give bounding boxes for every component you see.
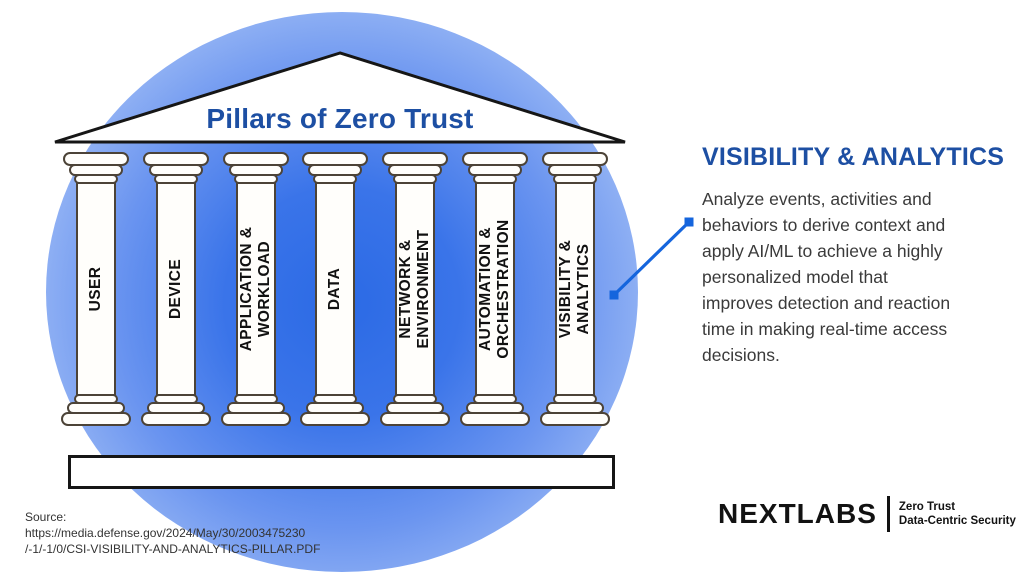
callout-connector-line [609, 217, 694, 300]
pillar-shaft: VISIBILITY & ANALYTICS [555, 182, 595, 396]
pillar-base [380, 412, 450, 426]
pillar-base [141, 412, 211, 426]
source-citation: Source: https://media.defense.gov/2024/M… [25, 510, 321, 556]
callout-body-text: Analyze events, activities and behaviors… [702, 189, 951, 365]
pillar-shaft: NETWORK & ENVIRONMENT [395, 182, 435, 396]
pillar-label: DATA [326, 267, 343, 311]
logo-divider [886, 496, 890, 532]
pillar-user: USER [61, 152, 131, 438]
pillar-visibility-analytics: VISIBILITY & ANALYTICS [540, 152, 610, 438]
pillar-base [540, 412, 610, 426]
pillar-network-environment: NETWORK & ENVIRONMENT [380, 152, 450, 438]
pillar-shaft: APPLICATION & WORKLOAD [236, 182, 276, 396]
pillar-shaft: USER [76, 182, 116, 396]
pillar-label: VISIBILITY & ANALYTICS [557, 239, 592, 339]
pillar-shaft: DATA [315, 182, 355, 396]
nextlabs-logo: NEXTLABS Zero Trust Data-Centric Securit… [718, 496, 1016, 532]
callout-panel: VISIBILITY & ANALYTICS Analyze events, a… [702, 143, 1007, 368]
diagram-title: Pillars of Zero Trust [206, 103, 474, 134]
pillar-data: DATA [300, 152, 370, 438]
pillar-label: DEVICE [167, 258, 184, 320]
pillar-base [61, 412, 131, 426]
temple-base [68, 455, 615, 489]
pillar-base [300, 412, 370, 426]
logo-tagline: Zero Trust Data-Centric Security [898, 501, 1016, 527]
pediment-triangle [54, 51, 626, 144]
pillar-label: NETWORK & ENVIRONMENT [397, 229, 432, 349]
pillar-automation-orchestration: AUTOMATION & ORCHESTRATION [460, 152, 530, 438]
pillar-label: APPLICATION & WORKLOAD [238, 226, 273, 352]
pillar-application-workload: APPLICATION & WORKLOAD [221, 152, 291, 438]
pillar-base [221, 412, 291, 426]
callout-title: VISIBILITY & ANALYTICS [702, 143, 1005, 171]
pillar-base [460, 412, 530, 426]
pillar-label: AUTOMATION & ORCHESTRATION [477, 219, 512, 359]
pillar-shaft: AUTOMATION & ORCHESTRATION [475, 182, 515, 396]
pillar-device: DEVICE [141, 152, 211, 438]
pillar-shaft: DEVICE [156, 182, 196, 396]
nextlabs-wordmark: NEXTLABS [718, 498, 877, 529]
pillar-label: USER [87, 266, 104, 312]
